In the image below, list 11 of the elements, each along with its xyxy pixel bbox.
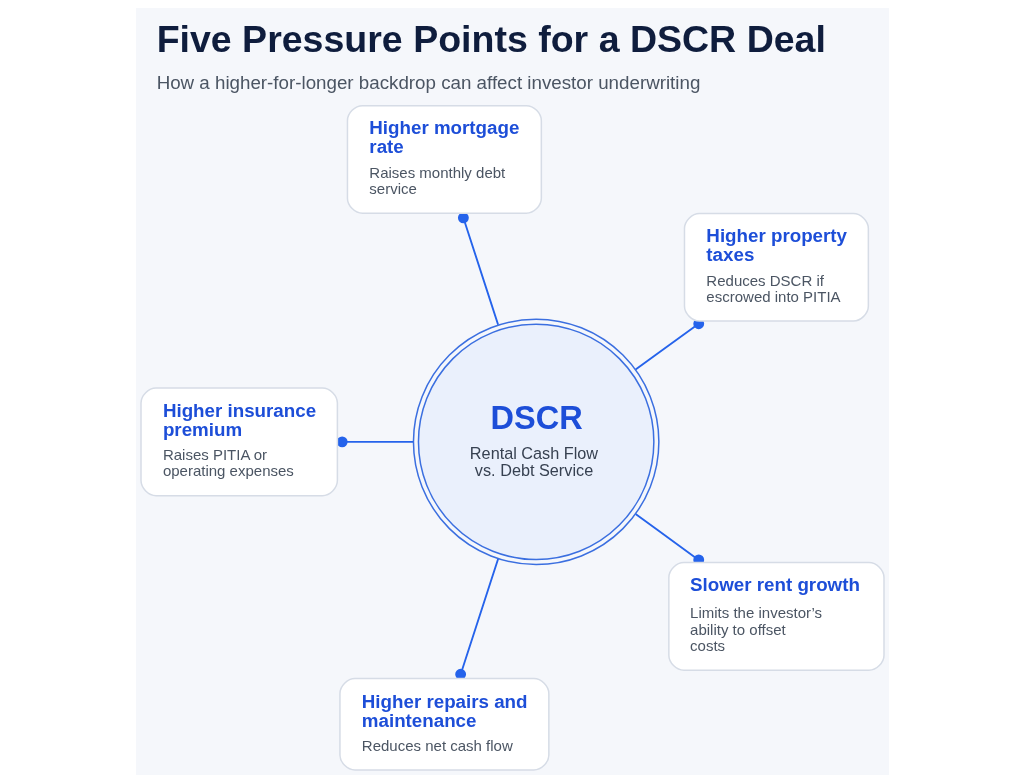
node-box: Higher repairs and maintenance Reduces net cash flow — [338, 677, 550, 771]
connector — [457, 212, 499, 326]
caption: How a higher-for-longer backdrop can affect investor underwriting — [156, 72, 700, 94]
node-box: Higher property taxes Reduces DSCR if escrowed into PITIA — [683, 212, 869, 322]
node-box: Slower rent growth Limits the investor’s ability to offset costs — [667, 561, 885, 671]
connector — [454, 557, 499, 680]
connector — [336, 436, 414, 448]
diagram-title: Five Pressure Points for a DSCR Deal — [156, 17, 826, 60]
node-box: Higher insurance premium Raises PITIA or operating expenses — [139, 387, 338, 497]
node-circle: DSCR Rental Cash Flow vs. Debt Service — [412, 318, 660, 566]
node-box: Higher mortgage rate Raises monthly debt service — [346, 104, 542, 214]
